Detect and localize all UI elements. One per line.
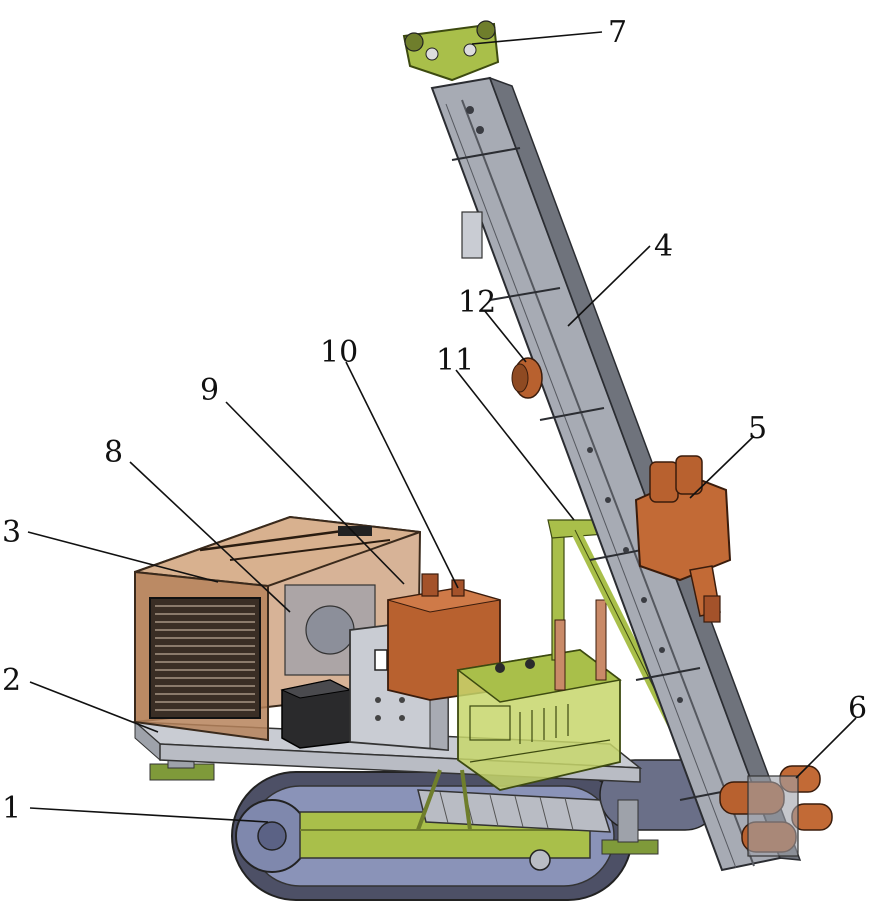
drill-mast: [430, 76, 802, 872]
leader-9: [225, 401, 405, 585]
leader-12: [483, 309, 527, 363]
leader-3: [27, 531, 219, 583]
callout-10: 10: [320, 335, 358, 370]
crown-block: [402, 20, 500, 82]
leader-2: [29, 681, 159, 733]
callout-11: 11: [436, 343, 474, 378]
callout-9: 9: [200, 373, 219, 408]
callout-7: 7: [608, 15, 627, 50]
rod-clamp: [719, 765, 833, 857]
callout-6: 6: [848, 691, 867, 726]
callout-2: 2: [2, 663, 21, 698]
battery-box: [280, 679, 352, 749]
leader-4: [567, 245, 651, 327]
callout-1: 1: [2, 791, 21, 826]
leader-7: [471, 31, 603, 45]
power-head: [634, 455, 732, 623]
callout-12: 12: [458, 285, 496, 320]
leader-1: [29, 807, 269, 823]
engine-enclosure: [134, 515, 422, 742]
callout-5: 5: [748, 411, 767, 446]
leader-11: [455, 369, 575, 521]
callout-8: 8: [104, 435, 123, 470]
hose-reel: [511, 357, 543, 399]
leader-5: [689, 435, 755, 499]
leader-8: [129, 461, 291, 613]
operator-console: [416, 649, 622, 831]
leader-10: [345, 361, 459, 589]
leader-6: [795, 717, 857, 779]
callout-4: 4: [654, 229, 673, 264]
callout-3: 3: [2, 515, 21, 550]
callouts: 1 2 3 4 5 6 7 8 9 10 11 12: [2, 15, 867, 826]
